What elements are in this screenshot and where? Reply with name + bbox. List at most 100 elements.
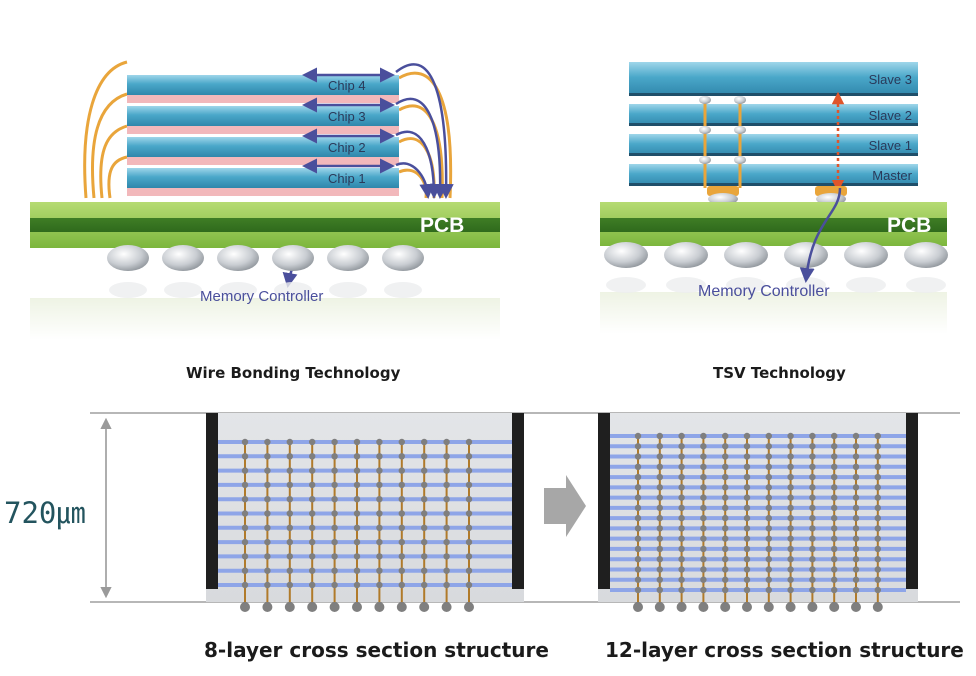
micro-bump-dot <box>722 566 729 573</box>
micro-bump-dot <box>465 567 473 574</box>
micro-bump-dot <box>398 510 405 517</box>
micro-bump-dot <box>852 556 860 563</box>
solder-ball <box>217 245 259 271</box>
micro-bump-dot <box>443 567 450 574</box>
micro-bump-dot <box>765 514 772 522</box>
solder-bump-dot <box>654 602 665 612</box>
micro-bump-dot <box>264 453 271 460</box>
micro-bump-dot <box>700 514 707 522</box>
micro-bump-dot <box>353 481 361 489</box>
solder-bump-dot <box>851 602 861 612</box>
micro-bump-dot <box>634 494 642 501</box>
micro-bump-dot <box>787 545 794 553</box>
micro-bump-dot <box>331 567 338 574</box>
micro-bump-dot <box>421 481 428 489</box>
micro-bump-dot <box>787 463 794 470</box>
solder-ball-reflection <box>329 282 367 298</box>
micro-bump-dot <box>421 510 428 517</box>
micro-bump-dot <box>874 494 881 501</box>
micro-bump-dot <box>787 432 794 440</box>
micro-bump-dot <box>443 524 450 531</box>
micro-bump-dot <box>700 545 707 553</box>
micro-bump-dot <box>743 576 751 583</box>
micro-bump-dot <box>765 494 772 501</box>
stacked-die <box>629 62 918 96</box>
micro-bump-dot <box>765 576 772 583</box>
die-label: Slave 2 <box>869 108 912 123</box>
pcb-inner-layer <box>600 218 947 232</box>
solder-ball-reflection <box>786 277 826 293</box>
floor-reflection <box>30 298 500 340</box>
solder-ball <box>272 245 314 271</box>
micro-bump-dot <box>286 553 293 560</box>
micro-bump-dot <box>634 525 642 532</box>
micro-bump-dot <box>743 443 751 450</box>
solder-bump-dot <box>676 602 687 612</box>
micro-bump-dot <box>465 538 473 546</box>
memory-controller-label: Memory Controller <box>698 283 830 300</box>
solder-bump-dot <box>441 602 452 612</box>
micro-bump-dot <box>634 484 642 491</box>
solder-ball-reflection <box>606 277 646 293</box>
micro-bump-dot <box>241 510 249 517</box>
chip-label: Chip 4 <box>328 78 366 93</box>
micro-bump-dot <box>743 545 751 553</box>
solder-ball-reflection <box>726 277 766 293</box>
micro-bump-dot <box>765 463 772 470</box>
micro-bump-dot <box>874 566 881 573</box>
micro-bump-dot <box>700 443 707 450</box>
micro-bump-dot <box>331 453 338 460</box>
micro-bump-dot <box>874 443 881 450</box>
micro-bump-dot <box>743 566 751 573</box>
solder-bump-dot <box>829 602 840 612</box>
micro-bump-dot <box>443 496 450 503</box>
micro-bump-dot <box>443 510 450 517</box>
micro-bump-dot <box>743 494 751 501</box>
micro-bump-dot <box>264 567 271 574</box>
micro-bump-dot <box>700 556 707 563</box>
micro-bump-dot <box>787 586 794 594</box>
micro-bump-dot <box>286 453 293 460</box>
micro-bump-dot <box>722 432 729 440</box>
micro-bump-dot <box>286 538 293 546</box>
via-bump <box>699 96 711 104</box>
micro-bump-dot <box>465 553 473 560</box>
micro-bump-dot <box>831 504 838 512</box>
micro-bump-dot <box>874 535 881 542</box>
micro-bump-dot <box>656 443 663 450</box>
micro-bump-dot <box>264 481 271 489</box>
micro-bump-dot <box>241 524 249 531</box>
micro-bump-dot <box>634 535 642 542</box>
micro-bump-dot <box>286 481 293 489</box>
micro-bump-dot <box>353 553 361 560</box>
micro-bump-dot <box>656 463 663 470</box>
micro-bump-dot <box>722 576 729 583</box>
micro-bump-dot <box>700 484 707 491</box>
micro-bump-dot <box>743 463 751 470</box>
micro-bump-dot <box>443 481 450 489</box>
micro-bump-dot <box>743 473 751 481</box>
micro-bump-dot <box>634 586 642 594</box>
micro-bump-dot <box>700 504 707 512</box>
micro-bump-dot <box>831 576 838 583</box>
solder-bump-dot <box>742 602 752 612</box>
micro-bump-dot <box>309 496 316 503</box>
mold-wall-left <box>206 413 218 589</box>
micro-bump-dot <box>656 586 663 594</box>
micro-bump-dot <box>656 576 663 583</box>
micro-bump-dot <box>241 467 249 474</box>
micro-bump-dot <box>376 510 383 517</box>
micro-bump-dot <box>264 524 271 531</box>
micro-bump-dot <box>678 453 685 460</box>
micro-bump-dot <box>852 504 860 512</box>
micro-bump-dot <box>241 481 249 489</box>
micro-bump-dot <box>331 524 338 531</box>
micro-bump-dot <box>787 473 794 481</box>
micro-bump-dot <box>398 553 405 560</box>
micro-bump-dot <box>678 473 685 481</box>
micro-bump-dot <box>809 443 816 450</box>
micro-bump-dot <box>700 463 707 470</box>
micro-bump-dot <box>264 467 271 474</box>
micro-bump-dot <box>376 538 383 546</box>
